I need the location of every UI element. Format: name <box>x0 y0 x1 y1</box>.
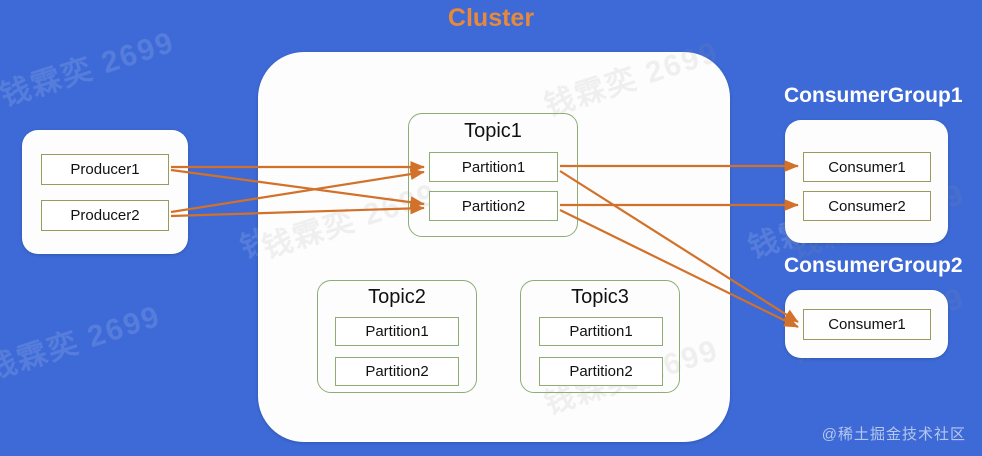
topic-2-partition-1[interactable]: Partition1 <box>335 317 459 346</box>
topic-2-partition-2[interactable]: Partition2 <box>335 357 459 386</box>
topic-1-partition-1[interactable]: Partition1 <box>429 152 558 182</box>
topic-3-label: Topic3 <box>571 286 629 308</box>
producer-2[interactable]: Producer2 <box>41 200 169 231</box>
consumer-group-1-consumer-1[interactable]: Consumer1 <box>803 152 931 182</box>
topic-1-partition-2[interactable]: Partition2 <box>429 191 558 221</box>
topic-2-label: Topic2 <box>368 286 426 308</box>
producer-1[interactable]: Producer1 <box>41 154 169 185</box>
consumer-group-1-consumer-2[interactable]: Consumer2 <box>803 191 931 221</box>
watermark-tile: 钱霖奕 2699 <box>0 299 165 387</box>
producer-group-container <box>22 130 188 254</box>
cluster-title: Cluster <box>447 4 535 32</box>
consumer-group-2-consumer-1[interactable]: Consumer1 <box>803 309 931 340</box>
consumer-group-2-title: ConsumerGroup2 <box>784 254 963 277</box>
credit-watermark: @稀土掘金技术社区 <box>821 426 966 443</box>
consumer-group-1-title: ConsumerGroup1 <box>784 84 963 107</box>
topic-3-partition-2[interactable]: Partition2 <box>539 357 663 386</box>
topic-2-container <box>317 280 477 393</box>
topic-3-partition-1[interactable]: Partition1 <box>539 317 663 346</box>
topic-1-label: Topic1 <box>464 120 522 142</box>
